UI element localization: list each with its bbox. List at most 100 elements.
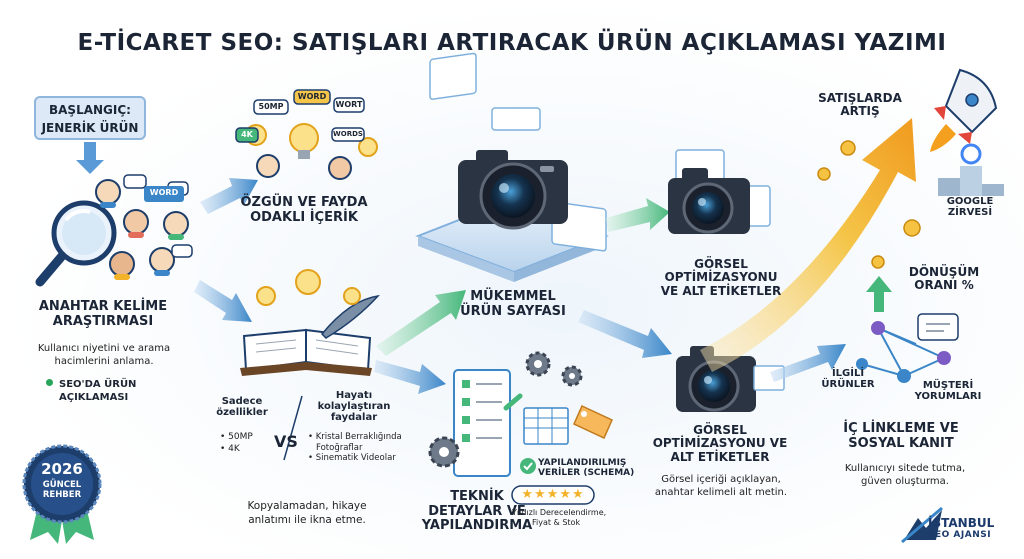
reviews-label: MÜŞTERİ YORUMLARI bbox=[908, 380, 988, 402]
visual-bottom-heading: GÖRSEL OPTİMİZASYONU VE ALT ETİKETLER bbox=[640, 423, 800, 464]
seo-bullet: SEO'DA ÜRÜN AÇIKLAMASI bbox=[46, 378, 136, 404]
agency-logo: İSTANBUL SEO AJANSI bbox=[928, 517, 994, 540]
story-line2: anlatımı ile ikna etme. bbox=[248, 513, 366, 526]
benefits-h1: Hayatı bbox=[335, 390, 373, 401]
schema-desc2: Fiyat & Stok bbox=[532, 518, 581, 527]
linking-line1: İÇ LİNKLEME VE bbox=[843, 421, 959, 436]
visual-top-heading: GÖRSEL OPTİMİZASYONU VE ALT ETİKETLER bbox=[646, 257, 796, 298]
visual-bottom-line2: OPTİMİZASYONU VE bbox=[652, 436, 788, 451]
vs-divider bbox=[283, 395, 303, 461]
related-label: İLGİLİ ÜRÜNLER bbox=[818, 368, 878, 390]
arrow-to-book bbox=[194, 280, 252, 322]
open-book-illustration bbox=[240, 269, 380, 376]
visual-bottom-desc2: anahtar kelimeli alt metin. bbox=[654, 487, 788, 498]
badge-year: 2026 bbox=[41, 460, 83, 478]
rocket-icon bbox=[930, 68, 998, 152]
perfect-page-heading: MÜKEMMEL ÜRÜN SAYFASI bbox=[438, 289, 588, 319]
google-heading: GOOGLE ZİRVESİ bbox=[930, 196, 1010, 218]
word-bubble-bg bbox=[144, 186, 184, 202]
benefits-list: • Kristal Berraklığında Fotoğraflar • Si… bbox=[308, 432, 402, 464]
benefits-heading: Hayatı kolaylaştıran faydalar bbox=[304, 390, 404, 424]
schema-heading: YAPILANDIRILMIŞ VERİLER (SCHEMA) bbox=[538, 458, 638, 478]
linking-desc: Kullanıcıyı sitede tutma, güven oluşturm… bbox=[820, 462, 990, 488]
schema-desc: Yıldızlı Derecelendirme, Fiyat & Stok bbox=[512, 508, 662, 528]
keyword-research-line2: ARAŞTIRMASI bbox=[52, 313, 154, 329]
visual-bottom-line1: GÖRSEL bbox=[693, 423, 747, 437]
guide-badge bbox=[22, 444, 102, 544]
start-down-arrow bbox=[76, 142, 104, 174]
sales-line2: ARTIŞ bbox=[840, 104, 880, 119]
bubble-wort: WORT bbox=[335, 100, 363, 109]
features-h1: Sadece bbox=[221, 396, 263, 407]
google-line1: GOOGLE bbox=[946, 196, 994, 207]
conversion-arrow bbox=[866, 276, 892, 312]
original-content-line1: ÖZGÜN VE FAYDA bbox=[240, 195, 368, 210]
google-line2: ZİRVESİ bbox=[947, 207, 993, 219]
conversion-heading: DÖNÜŞÜM ORANI % bbox=[894, 265, 994, 293]
green-bullet-icon bbox=[46, 379, 53, 386]
schema-desc1: Yıldızlı Derecelendirme, bbox=[512, 508, 607, 517]
start-line2: JENERİK ÜRÜN bbox=[41, 121, 139, 135]
tech-heading: TEKNİK DETAYLAR VE YAPILANDIRMA bbox=[412, 489, 542, 534]
benefit-2: Sinematik Videolar bbox=[315, 453, 396, 464]
original-content-heading: ÖZGÜN VE FAYDA ODAKLI İÇERİK bbox=[224, 195, 384, 225]
arrow-to-visual-bottom bbox=[578, 310, 672, 358]
visual-bottom-line3: ALT ETİKETLER bbox=[670, 449, 770, 464]
features-h2: özellikler bbox=[216, 407, 268, 419]
linking-heading: İÇ LİNKLEME VE SOSYAL KANIT bbox=[826, 421, 976, 451]
tech-line3: YAPILANDIRMA bbox=[421, 518, 533, 534]
user-avatars bbox=[95, 179, 189, 280]
agency-logo-icon bbox=[901, 506, 943, 544]
original-content-line2: ODAKLI İÇERİK bbox=[250, 209, 358, 225]
star-rating-icon: ★★★★★ bbox=[521, 487, 585, 502]
benefit-1a: Kristal Berraklığında bbox=[315, 432, 402, 442]
related-line1: İLGİLİ bbox=[831, 368, 865, 379]
bubble-50mp: 50MP bbox=[258, 102, 284, 111]
linking-desc2: güven oluşturma. bbox=[861, 476, 949, 487]
perfect-page-illustration bbox=[415, 52, 609, 282]
keyword-research-desc: Kullanıcı niyetini ve arama hacimlerini … bbox=[14, 342, 194, 368]
benefits-h3: faydalar bbox=[330, 412, 378, 424]
growth-arrow bbox=[700, 118, 921, 372]
visual-top-line1: GÖRSEL bbox=[694, 257, 748, 271]
vs-label: VS bbox=[274, 432, 298, 451]
story-desc: Kopyalamadan, hikaye anlatımı ile ikna e… bbox=[222, 500, 392, 527]
arrow-to-original-content bbox=[200, 178, 258, 214]
sales-line1: SATIŞLARDA bbox=[818, 91, 902, 105]
keyword-research-illustration bbox=[35, 174, 193, 287]
schema-line2: VERİLER (SCHEMA) bbox=[538, 468, 635, 479]
features-heading: Sadece özellikler bbox=[210, 396, 274, 418]
seo-bullet-line1: SEO'DA ÜRÜN bbox=[59, 379, 137, 390]
keyword-bubbles bbox=[235, 89, 365, 143]
conversion-line1: DÖNÜŞÜM bbox=[908, 265, 980, 279]
features-list: • 50MP • 4K bbox=[220, 432, 253, 454]
linking-line2: SOSYAL KANIT bbox=[848, 435, 954, 451]
benefits-h2: kolaylaştıran bbox=[317, 401, 391, 413]
badge-line2: REHBER bbox=[42, 490, 82, 500]
bubble-word: WORD bbox=[297, 92, 327, 101]
linking-desc1: Kullanıcıyı sitede tutma, bbox=[844, 463, 966, 474]
logo-line2: SEO AJANSI bbox=[928, 530, 992, 540]
avatar-icons-top bbox=[256, 154, 352, 180]
word-bubble: WORD bbox=[149, 188, 179, 197]
seo-bullet-line2: AÇIKLAMASI bbox=[59, 392, 129, 403]
visual-top-line2: OPTİMİZASYONU bbox=[664, 270, 778, 285]
visual-top-line3: VE ALT ETİKETLER bbox=[660, 283, 782, 298]
reviews-line2: YORUMLARI bbox=[914, 391, 982, 403]
keyword-research-heading: ANAHTAR KELİME ARAŞTIRMASI bbox=[18, 299, 188, 329]
badge-text: 2026 GÜNCEL REHBER bbox=[20, 456, 104, 500]
arrow-to-visual-top bbox=[606, 198, 670, 232]
bubble-words: WORDS bbox=[333, 130, 363, 138]
keyword-research-desc2: hacimlerini anlama. bbox=[54, 356, 154, 367]
perfect-page-line1: MÜKEMMEL bbox=[470, 289, 556, 304]
feature-item-1: 50MP bbox=[228, 432, 253, 442]
reviews-line1: MÜŞTERİ bbox=[922, 380, 974, 391]
keyword-research-desc1: Kullanıcı niyetini ve arama bbox=[37, 343, 171, 354]
feature-item-2: 4K bbox=[228, 443, 240, 454]
start-line1: BAŞLANGIÇ: bbox=[49, 103, 131, 117]
arrow-to-tech-details bbox=[374, 360, 446, 394]
page-title: E-TİCARET SEO: SATIŞLARI ARTIRACAK ÜRÜN … bbox=[77, 30, 947, 56]
benefit-1b: Fotoğraflar bbox=[316, 442, 363, 453]
